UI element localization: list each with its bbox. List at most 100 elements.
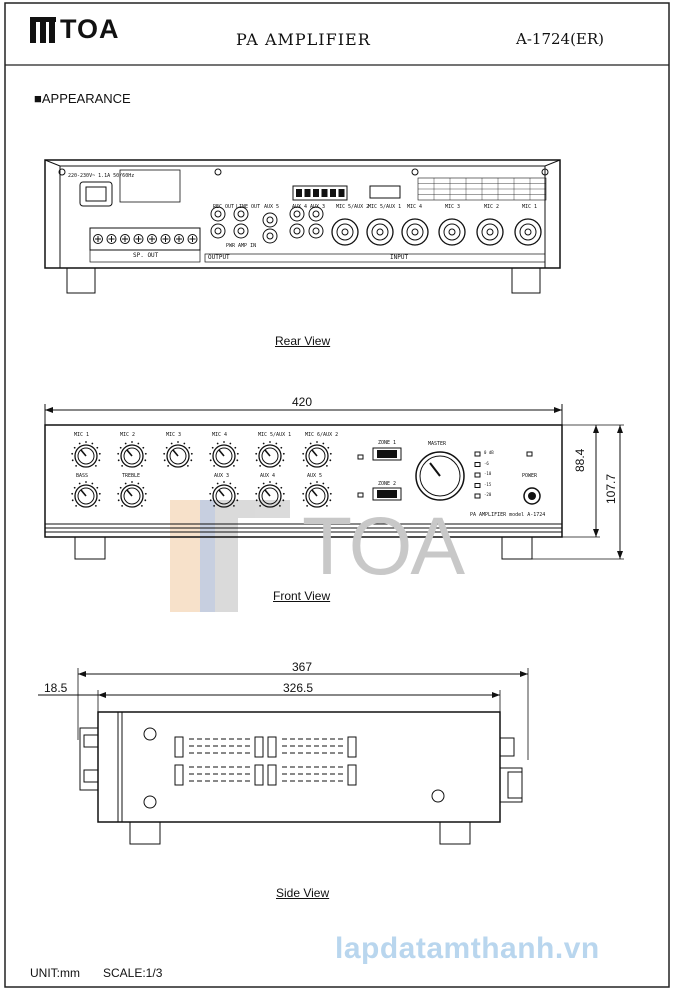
watermark-logo <box>170 500 290 612</box>
dip-switch <box>330 189 336 197</box>
model-number: A-1724(ER) <box>516 30 605 48</box>
knob-label: AUX 4 <box>260 473 276 479</box>
rotary-knob[interactable] <box>117 481 147 508</box>
dip-switch <box>296 189 302 197</box>
rear-line-out-label: LINE OUT <box>236 204 261 210</box>
level-led <box>474 483 481 488</box>
side-view <box>38 668 529 845</box>
xlr-jack <box>366 218 394 246</box>
dim-side-depth-total: 367 <box>292 660 313 674</box>
speaker-terminal <box>106 234 117 244</box>
page-title: PA AMPLIFIER <box>236 30 371 49</box>
rotary-knob[interactable] <box>71 481 101 508</box>
rca-jack <box>262 212 278 228</box>
rca-jack <box>308 223 324 239</box>
rotary-knob[interactable] <box>209 441 239 468</box>
rear-power-label: 220-230V~ 1.1A 50/60Hz <box>68 173 135 179</box>
speaker-terminal <box>93 234 103 244</box>
knob-label: TREBLE <box>122 473 141 479</box>
dim-front-height-inner: 88.4 <box>573 448 587 472</box>
level-label: -10 <box>484 471 492 476</box>
front-view <box>44 404 624 560</box>
knob-label: MIC 3 <box>166 432 182 438</box>
dim-side-offset: 18.5 <box>44 681 68 695</box>
rotary-knob[interactable] <box>302 481 332 508</box>
level-led <box>474 451 481 457</box>
vent-slots <box>174 736 264 758</box>
rotary-knob[interactable] <box>255 481 285 508</box>
rear-input-label: INPUT <box>390 254 409 261</box>
dim-front-width: 420 <box>292 395 313 409</box>
rear-view-caption: Rear View <box>275 334 331 348</box>
rear-rec-out-label: REC OUT <box>213 204 235 210</box>
rotary-knob[interactable] <box>163 441 193 468</box>
speaker-terminal <box>147 234 157 244</box>
rca-jack <box>289 206 305 222</box>
speaker-terminal <box>133 234 144 244</box>
rotary-knob[interactable] <box>302 441 332 468</box>
rear-input-label: AUX 5 <box>264 204 280 210</box>
dim-side-depth-body: 326.5 <box>283 681 314 695</box>
sheet-frame <box>4 2 670 988</box>
dip-switch <box>321 189 328 197</box>
brand-logo: TOA <box>30 14 120 45</box>
rotary-knob[interactable] <box>117 441 147 468</box>
rear-input-label: MIC 5/AUX 2 <box>336 204 370 210</box>
dim-front-height-total: 107.7 <box>604 473 618 504</box>
rca-jack <box>210 206 226 222</box>
xlr-jack <box>514 218 542 246</box>
rca-jack <box>308 206 324 222</box>
rca-jack <box>210 223 226 239</box>
dip-switch <box>313 189 319 197</box>
website-watermark: lapdatamthanh.vn <box>335 932 600 965</box>
rear-pwr-amp-in-label: PWR AMP IN <box>226 243 257 249</box>
knob-label: BASS <box>76 473 89 479</box>
power-label: POWER <box>522 473 538 479</box>
knob-label: MIC 2 <box>120 432 136 438</box>
level-label: -15 <box>484 481 492 487</box>
rca-jack <box>262 228 278 244</box>
level-label: -6 <box>484 460 489 466</box>
zone2-label: ZONE 2 <box>378 481 397 487</box>
xlr-jack <box>476 218 504 246</box>
rotary-knob[interactable] <box>71 441 101 468</box>
side-view-caption: Side View <box>276 886 330 900</box>
speaker-terminal <box>187 234 198 244</box>
rear-output-label: OUTPUT <box>208 254 230 261</box>
zone1-label: ZONE 1 <box>378 440 397 446</box>
xlr-jack <box>331 218 359 246</box>
vent-slots <box>174 764 264 786</box>
section-heading-text: APPEARANCE <box>41 91 131 106</box>
brand-name: TOA <box>60 14 120 44</box>
speaker-terminal <box>160 234 171 244</box>
knob-label: MIC 6/AUX 2 <box>305 432 339 438</box>
front-badge: PA AMPLIFIER model A-1724 <box>470 512 546 518</box>
level-label: 0 dB <box>484 450 494 455</box>
toa-logo-icon <box>30 16 56 43</box>
rear-spk-out-label: SP. OUT <box>133 252 159 259</box>
level-led <box>474 472 481 478</box>
knob-label: MIC 1 <box>74 432 90 438</box>
section-heading: ■APPEARANCE <box>34 91 131 106</box>
xlr-jack <box>401 218 429 246</box>
rear-input-label: AUX 3 <box>310 204 326 210</box>
rotary-knob[interactable] <box>255 441 285 468</box>
xlr-jack <box>438 218 466 246</box>
rear-input-label: MIC 5/AUX 1 <box>368 204 402 210</box>
rear-input-label: AUX 4 <box>292 204 308 210</box>
rca-jack <box>233 223 249 239</box>
dip-switch <box>304 189 311 197</box>
master-label: MASTER <box>428 441 447 447</box>
vent-slots <box>267 736 357 758</box>
front-view-caption: Front View <box>273 589 331 603</box>
unit-label: UNIT:mm <box>30 966 80 980</box>
rotary-knob[interactable] <box>209 481 239 508</box>
rear-input-label: MIC 4 <box>407 204 423 210</box>
rear-input-label: MIC 1 <box>522 204 538 210</box>
scale-label: SCALE:1/3 <box>103 966 163 980</box>
level-led <box>474 493 481 499</box>
rear-input-label: MIC 2 <box>484 204 500 210</box>
knob-label: AUX 3 <box>214 473 230 479</box>
